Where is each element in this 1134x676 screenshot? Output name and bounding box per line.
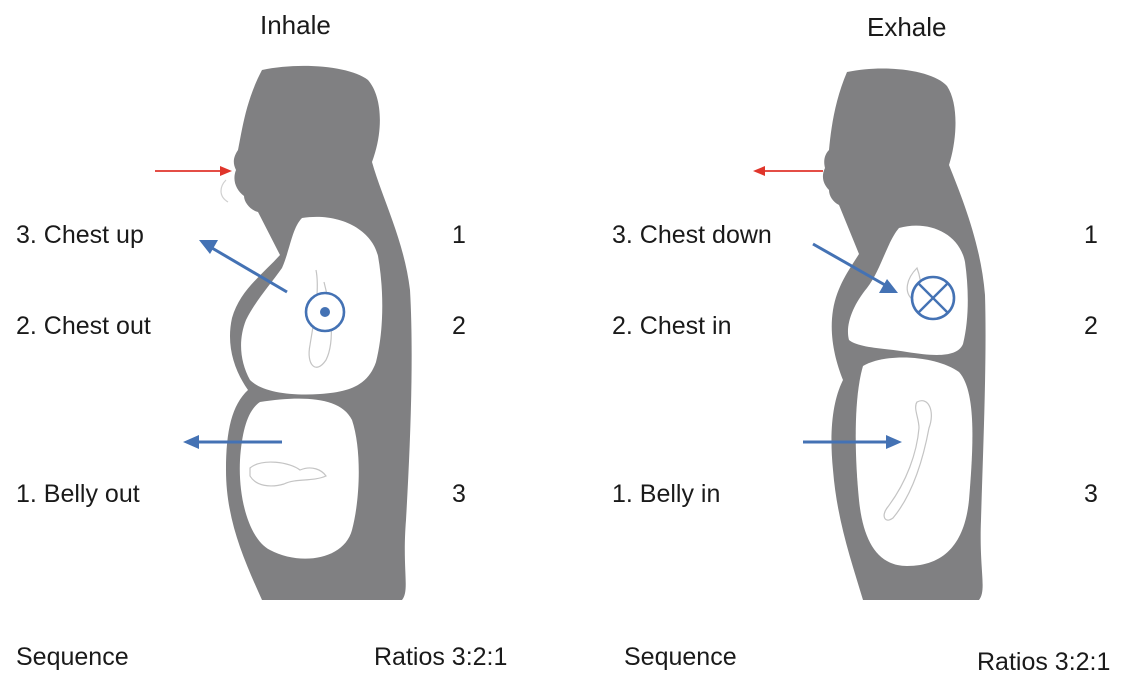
inhale-panel: Inhale 3. Chest up 2. Chest	[0, 0, 567, 674]
dot-in-circle-icon	[306, 293, 344, 331]
inhale-number-2: 2	[452, 314, 466, 339]
x-in-circle-icon	[912, 277, 954, 319]
inhale-number-3: 3	[452, 482, 466, 507]
exhale-belly-cavity	[856, 357, 973, 566]
exhale-panel: Exhale 3. Chest down 2. C	[567, 0, 1134, 674]
inhale-mouth-outline	[221, 180, 228, 202]
exhale-ratio-label: Ratios 3:2:1	[977, 650, 1110, 675]
inhale-step-belly-out: 1. Belly out	[16, 482, 140, 507]
exhale-step-chest-in: 2. Chest in	[612, 314, 732, 339]
inhale-belly-cavity	[240, 399, 359, 559]
exhale-number-3: 3	[1084, 482, 1098, 507]
inhale-number-1: 1	[452, 223, 466, 248]
exhale-sequence-label: Sequence	[624, 645, 737, 670]
inhale-step-chest-out: 2. Chest out	[16, 314, 151, 339]
inhale-sequence-label: Sequence	[16, 645, 129, 670]
exhale-air-arrow	[753, 166, 823, 176]
exhale-number-2: 2	[1084, 314, 1098, 339]
inhale-air-arrow	[155, 166, 232, 176]
inhale-ratio-label: Ratios 3:2:1	[374, 645, 507, 670]
exhale-step-chest-down: 3. Chest down	[612, 223, 772, 248]
exhale-number-1: 1	[1084, 223, 1098, 248]
exhale-step-belly-in: 1. Belly in	[612, 482, 720, 507]
inhale-step-chest-up: 3. Chest up	[16, 223, 144, 248]
